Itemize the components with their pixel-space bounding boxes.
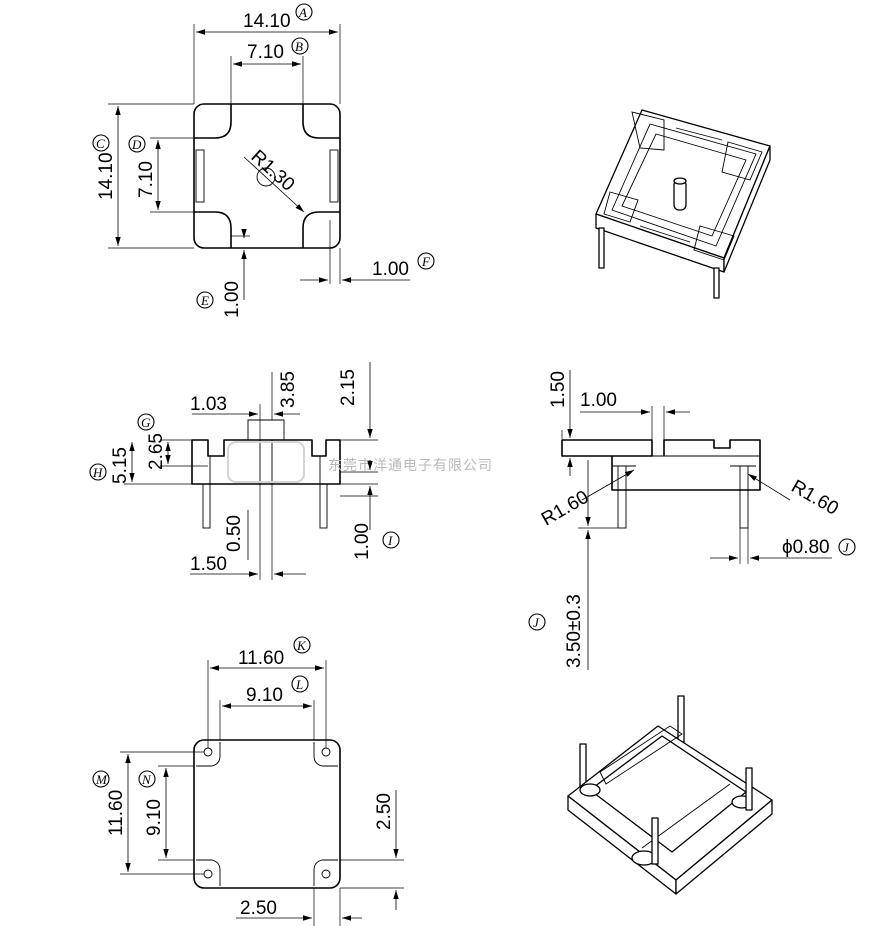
corner-pocket-tr bbox=[302, 104, 340, 139]
dim-side-1-00-text: 1.00 bbox=[580, 390, 617, 411]
side-slot-right bbox=[329, 149, 339, 203]
letter-m: M bbox=[95, 772, 108, 787]
dim-e-text: 1.00 bbox=[222, 281, 243, 318]
letter-i: I bbox=[387, 533, 393, 548]
letter-l: L bbox=[295, 677, 303, 692]
corner-pocket-tl bbox=[194, 104, 232, 139]
front-view: 东莞市洋通电子有限公司 1.03 3.85 2.15 2.65 G 5.15 H… bbox=[89, 362, 493, 580]
bottom-view: 11.60 K 9.10 L 11.60 M 9.10 N 2.50 bbox=[92, 636, 404, 926]
dim-j-dia-text: ϕ0.80 bbox=[782, 537, 830, 558]
pin-hole-2 bbox=[321, 747, 331, 757]
letter-j2: J bbox=[533, 615, 540, 630]
dim-side-1-50-text: 1.50 bbox=[548, 371, 569, 408]
corner-pocket-br bbox=[302, 211, 340, 248]
dim-d-text: 7.10 bbox=[136, 161, 157, 198]
dim-r-left-text: R1.60 bbox=[538, 487, 592, 531]
dim-front-1-50-text: 1.50 bbox=[190, 554, 227, 575]
corner-pocket-bl bbox=[194, 211, 232, 248]
side-view-outline bbox=[562, 439, 761, 491]
dim-g-text: 2.65 bbox=[146, 433, 167, 470]
dim-bottom-2-50-v-text: 2.50 bbox=[374, 793, 395, 830]
letter-j1: J bbox=[843, 540, 850, 555]
dim-j-len-text: 3.50±0.3 bbox=[564, 594, 585, 668]
dim-k-text: 11.60 bbox=[238, 648, 284, 669]
dim-i-text: 1.00 bbox=[352, 523, 373, 560]
front-pin-1 bbox=[202, 483, 211, 529]
top-view: R1.30 14.10 A 7.10 B 14.10 C 7.10 D bbox=[92, 3, 435, 318]
dim-h-text: 5.15 bbox=[110, 447, 131, 484]
dim-f-text: 1.00 bbox=[372, 259, 409, 280]
letter-k: K bbox=[296, 638, 307, 653]
dim-b-text: 7.10 bbox=[247, 42, 284, 63]
side-pin-2 bbox=[739, 465, 749, 529]
isometric-view-top bbox=[595, 109, 771, 299]
dim-3-85-text: 3.85 bbox=[278, 371, 299, 408]
bottom-view-outline bbox=[193, 739, 341, 889]
letter-g: G bbox=[141, 415, 151, 430]
front-view-outline bbox=[191, 439, 341, 485]
pin-hole-4 bbox=[321, 869, 331, 879]
dim-n-text: 9.10 bbox=[144, 799, 165, 836]
letter-d: D bbox=[131, 137, 142, 152]
dim-2-15-text: 2.15 bbox=[338, 369, 359, 406]
letter-a: A bbox=[298, 5, 307, 20]
letter-h: H bbox=[92, 465, 103, 480]
pin-hole-1 bbox=[203, 747, 213, 757]
radius-top-label: R1.30 bbox=[247, 146, 299, 196]
top-view-outline bbox=[193, 103, 341, 249]
dim-bottom-2-50-h-text: 2.50 bbox=[240, 898, 277, 919]
side-view: 1.50 1.00 R1.60 R1.60 ϕ0.80 J 3.50±0.3 J bbox=[528, 370, 856, 670]
dim-a-text: 14.10 bbox=[243, 11, 291, 32]
letter-c: C bbox=[96, 136, 105, 151]
letter-e: E bbox=[200, 293, 209, 308]
dim-0-50-text: 0.50 bbox=[224, 515, 245, 552]
isometric-view-bottom bbox=[567, 695, 773, 895]
dim-1-03-text: 1.03 bbox=[190, 394, 227, 415]
letter-f: F bbox=[421, 254, 431, 269]
pin-hole-3 bbox=[203, 869, 213, 879]
dim-m-text: 11.60 bbox=[106, 790, 127, 836]
dim-c-text: 14.10 bbox=[96, 152, 117, 200]
front-pin-2 bbox=[319, 483, 328, 529]
watermark: 东莞市洋通电子有限公司 bbox=[328, 457, 493, 474]
side-slot-left bbox=[195, 149, 205, 203]
letter-b: B bbox=[295, 39, 303, 54]
dim-l-text: 9.10 bbox=[246, 685, 283, 706]
letter-n: N bbox=[141, 772, 152, 787]
dim-r-right-text: R1.60 bbox=[788, 476, 842, 520]
center-post bbox=[256, 167, 276, 187]
